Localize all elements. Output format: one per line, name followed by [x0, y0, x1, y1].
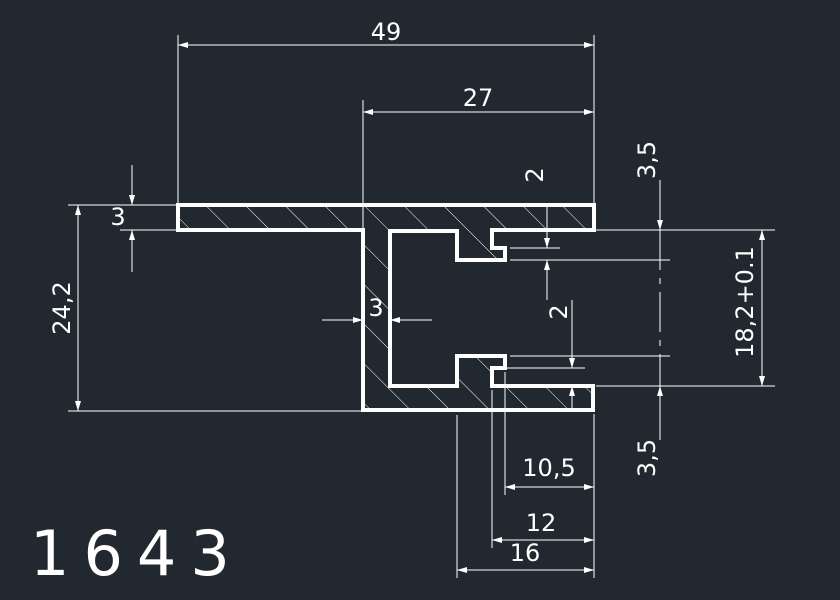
dim-bottom-notch: 2 — [545, 304, 573, 319]
extension-lines — [68, 35, 775, 578]
dim-width-10-5: 10,5 — [522, 454, 575, 482]
profile-section — [176, 203, 596, 412]
dimension-lines — [75, 42, 765, 573]
dim-right-width: 27 — [463, 84, 494, 112]
dim-wall-thickness: 3 — [368, 294, 383, 322]
dim-flange-thickness: 3 — [110, 203, 125, 231]
dim-total-height: 24,2 — [48, 281, 76, 334]
dim-top-lip: 3,5 — [633, 141, 661, 179]
dim-inner-height: 18,2+0.1 — [731, 246, 759, 358]
dim-overall-width: 49 — [371, 18, 402, 46]
dim-width-12: 12 — [526, 509, 557, 537]
part-number: 1643 — [30, 517, 244, 590]
dim-top-notch: 2 — [521, 167, 549, 182]
dim-width-16: 16 — [510, 539, 541, 567]
dim-bottom-lip: 3,5 — [633, 439, 661, 477]
